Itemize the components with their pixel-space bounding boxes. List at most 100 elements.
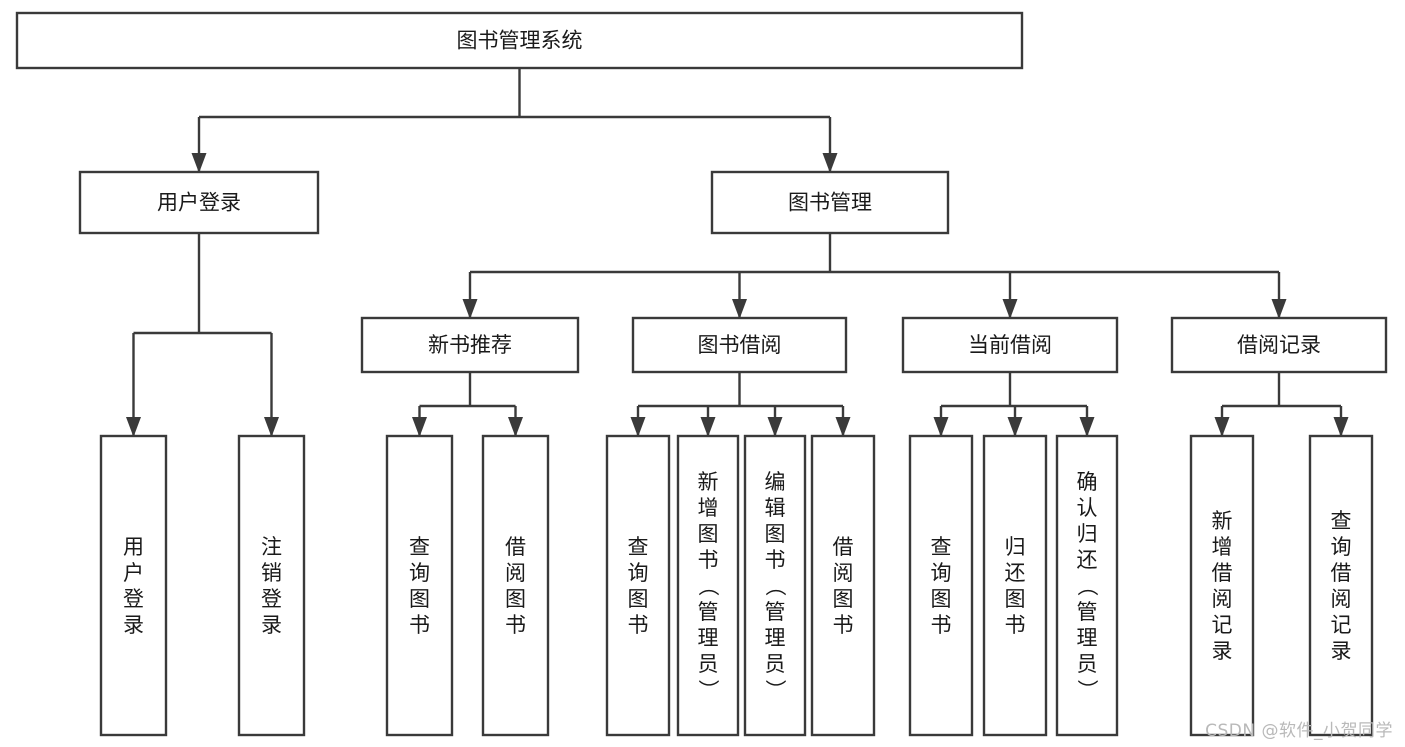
node-label-char: 书 — [505, 613, 526, 637]
node-label-char: 确 — [1077, 470, 1098, 494]
arrow-head-icon — [191, 153, 207, 173]
arrow-head-icon — [700, 417, 716, 437]
node-user-login[interactable]: 用户登录 — [78, 170, 320, 235]
node-current-borrow[interactable]: 当前借阅 — [901, 316, 1119, 374]
node-box — [360, 316, 580, 374]
arrow-head-icon — [822, 153, 838, 173]
node-label-char: 书 — [765, 548, 786, 572]
node-label-char: 查 — [409, 535, 430, 559]
node-label-char: 理 — [765, 626, 786, 650]
node-label-char: 借 — [505, 535, 526, 559]
node-label-char: 归 — [1077, 522, 1098, 546]
node-box — [605, 434, 671, 737]
arrow-head-icon — [1271, 299, 1287, 319]
node-box — [982, 434, 1048, 737]
node-label: 用户登录 — [157, 191, 241, 215]
arrow-head-icon — [1079, 417, 1095, 437]
node-label-char: 书 — [1005, 613, 1026, 637]
node-box — [1308, 434, 1374, 737]
node-label-char: 书 — [931, 613, 952, 637]
arrow-head-icon — [1214, 417, 1230, 437]
node-label-char: 理 — [1077, 626, 1098, 650]
node-borrow-record[interactable]: 借阅记录 — [1170, 316, 1388, 374]
node-label-char: 新 — [698, 470, 719, 494]
node-label-char: 员 — [698, 652, 719, 676]
node-label-char: 增 — [698, 496, 719, 520]
arrow-head-icon — [767, 417, 783, 437]
node-label-char: 书 — [409, 613, 430, 637]
arrow-head-icon — [1333, 417, 1349, 437]
node-box — [78, 170, 320, 235]
node-root[interactable]: 图书管理系统 — [15, 11, 1024, 70]
node-box — [1189, 434, 1255, 737]
node-box — [901, 316, 1119, 374]
node-label-char: 理 — [698, 626, 719, 650]
node-label-char: 借 — [833, 535, 854, 559]
node-label-char: 管 — [765, 600, 786, 624]
connectors-layer — [126, 68, 1349, 437]
node-label-char: 记 — [1212, 613, 1233, 637]
node-label-char: 录 — [1331, 639, 1352, 663]
node-label-char: 管 — [1077, 600, 1098, 624]
node-box — [481, 434, 550, 737]
node-label-char: 归 — [1005, 535, 1026, 559]
node-label: 图书管理 — [788, 191, 872, 215]
node-label-char: 录 — [123, 613, 144, 637]
node-label-char: 管 — [698, 600, 719, 624]
node-box — [676, 434, 740, 737]
node-label-char: 编 — [765, 470, 786, 494]
arrow-head-icon — [933, 417, 949, 437]
node-label-char: 图 — [628, 587, 649, 611]
node-label-char: 员 — [1077, 652, 1098, 676]
node-new-book-recommend[interactable]: 新书推荐 — [360, 316, 580, 374]
nodes-layer: 图书管理系统用户登录图书管理新书推荐图书借阅当前借阅借阅记录用户登录注销登录查询… — [15, 11, 1388, 737]
node-book-management[interactable]: 图书管理 — [710, 170, 950, 235]
node-label-char: 询 — [931, 561, 952, 585]
node-label-char: 新 — [1212, 509, 1233, 533]
node-label-char: 书 — [628, 613, 649, 637]
node-box — [810, 434, 876, 737]
node-box — [99, 434, 168, 737]
node-box — [1055, 434, 1119, 737]
node-label-char: 图 — [505, 587, 526, 611]
arrow-head-icon — [508, 417, 523, 437]
node-label-char: 查 — [931, 535, 952, 559]
node-label-char: ） — [763, 679, 787, 700]
node-label-char: 图 — [931, 587, 952, 611]
node-book-borrow[interactable]: 图书借阅 — [631, 316, 848, 374]
node-label-char: 辑 — [765, 496, 786, 520]
node-label-char: 注 — [261, 535, 282, 559]
arrow-head-icon — [264, 417, 279, 437]
node-label-char: （ — [696, 575, 720, 596]
node-label-char: 借 — [1331, 561, 1352, 585]
node-label-char: 录 — [1212, 639, 1233, 663]
arrow-head-icon — [462, 299, 478, 319]
arrow-head-icon — [1007, 417, 1023, 437]
arrow-head-icon — [835, 417, 851, 437]
node-label-char: （ — [763, 575, 787, 596]
node-label-char: 图 — [698, 522, 719, 546]
node-box — [1170, 316, 1388, 374]
arrow-head-icon — [630, 417, 646, 437]
node-label-char: 登 — [123, 587, 144, 611]
node-label-char: 户 — [123, 561, 144, 585]
node-label-char: 销 — [261, 561, 282, 585]
node-label-char: 阅 — [505, 561, 526, 585]
arrow-head-icon — [412, 417, 427, 437]
node-leaf-user-login[interactable]: 用户登录 — [99, 434, 168, 737]
node-label-char: 认 — [1077, 496, 1098, 520]
